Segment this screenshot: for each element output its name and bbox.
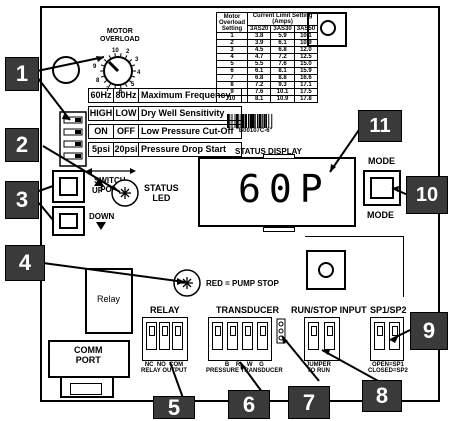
transducer-terms-label: B R W G PRESSURE TRANSDUCER	[206, 362, 283, 374]
dial-number: 4	[137, 70, 141, 76]
barcode-text: "B00107C-6"	[236, 128, 273, 134]
dial-number: 9	[93, 64, 97, 70]
relay-box	[85, 268, 133, 334]
dip-switch-4	[63, 152, 83, 160]
table-cell: 17.8	[293, 95, 319, 103]
comm-port[interactable]	[48, 340, 130, 378]
mounting-hole-right	[318, 262, 334, 278]
callout-11: 11	[358, 110, 402, 142]
inner-frame	[305, 236, 404, 297]
callout-9: 9	[410, 312, 448, 350]
switch-pos-arrow	[86, 168, 136, 174]
down-arrow-icon	[96, 222, 106, 230]
callout-2: 2	[5, 128, 39, 162]
status-display-title: STATUS DISPLAY	[235, 147, 302, 156]
relay-terminal[interactable]	[142, 317, 188, 361]
status-display	[198, 157, 356, 227]
transducer-terminal[interactable]	[208, 317, 272, 361]
motor-overload-title: MOTOR OVERLOAD	[100, 28, 140, 43]
motor-overload-dial[interactable]: 10 2 3 4 5 6 7 8 9	[90, 44, 150, 98]
switch-function-label: Maximum Frequency	[138, 88, 242, 103]
comm-port-label: COMM PORT	[74, 345, 103, 365]
up-arrow-icon	[94, 178, 104, 186]
runstop-terminal[interactable]	[304, 317, 340, 361]
mode-label-bottom: MODE	[367, 210, 394, 220]
dial-number: 10	[112, 48, 119, 54]
switch-pos-label: SWITCH POS.	[94, 176, 126, 194]
callout-4: 4	[5, 245, 45, 281]
down-label: DOWN	[89, 212, 115, 221]
dip-switch-block[interactable]	[59, 111, 87, 167]
dip-switch-2	[63, 128, 83, 136]
status-led	[111, 179, 139, 207]
comm-port-tab	[60, 378, 114, 398]
pump-stop-label: RED = PUMP STOP	[206, 279, 279, 288]
callout-10: 10	[406, 176, 448, 214]
switch-function-label: Dry Well Sensitivity	[138, 106, 242, 121]
down-button[interactable]	[52, 206, 85, 236]
transducer-header: TRANSDUCER	[216, 305, 279, 315]
callout-3: 3	[5, 181, 39, 219]
mounting-hole-top-left	[52, 56, 80, 84]
dial-number: 2	[126, 49, 130, 55]
display-clip-bottom	[263, 227, 295, 232]
barcode	[227, 114, 273, 128]
dip-switch-3	[63, 140, 83, 148]
callout-6: 6	[228, 390, 270, 419]
dial-number: 3	[135, 57, 139, 63]
comm-port-tab-inner	[70, 383, 102, 395]
up-label: UP	[92, 186, 104, 195]
sp-terms-label: OPEN=SP1 CLOSED=SP2	[368, 362, 408, 374]
display-clip-top	[263, 154, 295, 159]
display-value: 60P	[238, 167, 331, 211]
sp-terminal[interactable]	[370, 317, 404, 361]
relay-terms-label: NC NO COM RELAY OUTPUT	[141, 362, 188, 374]
dial-number: 8	[96, 78, 100, 84]
callout-7: 7	[288, 386, 330, 419]
relay-header: RELAY	[150, 305, 180, 315]
switch-function-label: Pressure Drop Start	[138, 142, 242, 157]
callout-8: 8	[362, 380, 402, 412]
mounting-hole-top-right	[320, 20, 336, 36]
callout-5: 5	[153, 395, 195, 420]
dip-switch-1	[63, 116, 83, 124]
pump-stop-led	[173, 269, 201, 297]
dial-number: 7	[106, 87, 110, 93]
mode-label-top: MODE	[368, 156, 395, 166]
dial-number: 5	[131, 82, 135, 88]
sp-header: SP1/SP2	[370, 305, 407, 315]
dial-number: 6	[119, 89, 123, 95]
callout-1: 1	[5, 57, 39, 91]
relay-box-label: Relay	[97, 294, 121, 304]
switch-function-label: Low Pressure Cut-Off	[138, 124, 242, 139]
status-led-label: STATUS LED	[144, 183, 179, 203]
runstop-header: RUN/STOP INPUT	[291, 305, 367, 315]
